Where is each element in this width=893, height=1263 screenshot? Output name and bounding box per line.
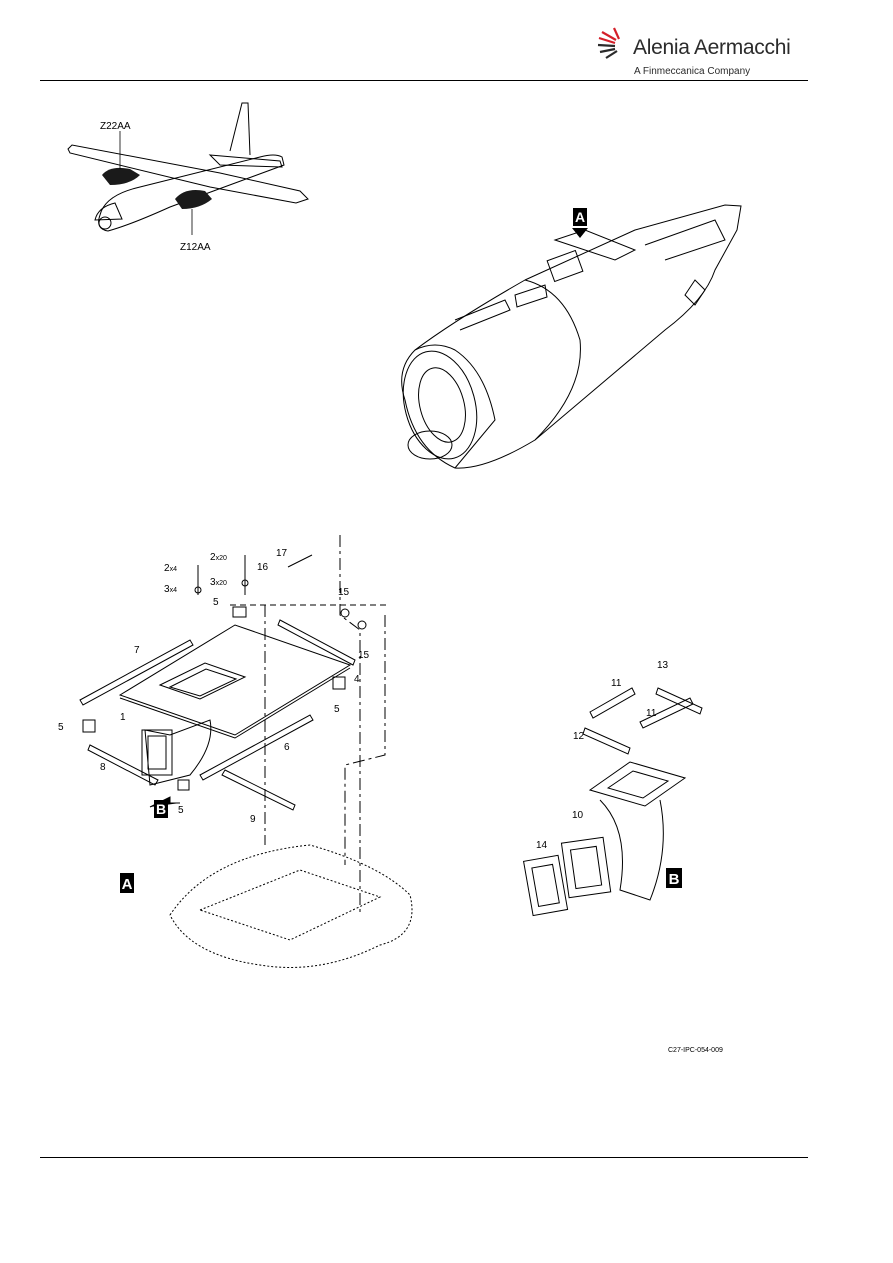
- aircraft-locator: Z22AA Z12AA: [67, 102, 309, 253]
- part-5-shim-bottom: [177, 779, 190, 791]
- part-9-strip: [221, 769, 296, 811]
- part-14-gasket: [522, 854, 569, 917]
- view-b-flag: [154, 800, 168, 818]
- part-3-washer-b: [241, 579, 249, 587]
- brand-mark-icon: [597, 27, 621, 59]
- callout-1: 1: [120, 712, 126, 723]
- callout-10: 10: [572, 810, 584, 821]
- callout-11b: 11: [646, 708, 657, 719]
- part-8-strip: [87, 744, 159, 786]
- view-a-marker: A: [575, 209, 585, 225]
- view-b-label-flag: [666, 868, 682, 888]
- callout-5d: 5: [178, 805, 184, 816]
- part-15-clamp-a: [340, 608, 350, 618]
- engine-intake: [402, 350, 478, 460]
- callout-5b: 5: [334, 704, 340, 715]
- aircraft-tail: [229, 102, 251, 156]
- part-5-shim-left: [82, 719, 96, 733]
- nacelle-left: [102, 167, 140, 185]
- callout-11a: 11: [611, 678, 622, 689]
- part-3-washer-a: [194, 586, 202, 594]
- view-a-label: A: [122, 876, 133, 893]
- nacelle-view: A: [401, 204, 742, 469]
- aircraft-fuselage: [98, 154, 285, 232]
- part-5-shim-top: [232, 606, 247, 618]
- base-structure: [169, 844, 413, 968]
- callout-13: 13: [657, 660, 669, 671]
- view-a-label-flag: [120, 873, 134, 893]
- zone-label-bottom: Z12AA: [180, 242, 211, 253]
- view-a-flag: [573, 208, 587, 226]
- detail-view-a: B A 2x20 2x4 3x20 3x4 17 16 15 15 5 4 7 …: [58, 535, 413, 968]
- part-6-strip: [199, 714, 314, 781]
- callout-15b: 15: [358, 650, 370, 661]
- part-7-strip: [79, 639, 194, 706]
- callout-9: 9: [250, 814, 256, 825]
- callout-6: 6: [284, 742, 290, 753]
- part-13-strip: [655, 687, 703, 715]
- callout-3-x20: 3x20: [210, 577, 227, 588]
- part-1-duct: [144, 719, 212, 786]
- part-12-strip: [582, 727, 631, 755]
- callout-15a: 15: [338, 587, 350, 598]
- callout-7: 7: [134, 645, 140, 656]
- part-5-shim-right: [332, 676, 346, 690]
- lower-intake: [407, 430, 453, 460]
- brand-name: Alenia Aermacchi: [633, 36, 791, 59]
- part-11-strip-a: [589, 687, 636, 719]
- figure-id: C27-IPC-054-009: [668, 1047, 723, 1054]
- footer-rule: [40, 1157, 808, 1158]
- nacelle-right: [175, 190, 212, 209]
- callout-4: 4: [354, 674, 360, 685]
- callout-5c: 5: [58, 722, 64, 733]
- callout-5a: 5: [213, 597, 219, 608]
- zone-label-top: Z22AA: [100, 121, 131, 132]
- part-1-plate: [118, 624, 352, 736]
- callout-12: 12: [573, 731, 585, 742]
- view-a-arrow-icon: [572, 228, 588, 238]
- callout-17: 17: [276, 548, 288, 559]
- part-15-clamp-b: [357, 620, 367, 630]
- header-rule: [40, 80, 808, 81]
- top-access-panel: [553, 229, 637, 261]
- callout-8: 8: [100, 762, 106, 773]
- callout-16: 16: [257, 562, 269, 573]
- view-b-label: B: [669, 871, 680, 888]
- aircraft-stabilizer: [208, 154, 283, 168]
- callout-2-x4: 2x4: [164, 563, 177, 574]
- brand-subtitle: A Finmeccanica Company: [634, 66, 751, 77]
- aircraft-wing: [67, 144, 309, 204]
- callout-14: 14: [536, 840, 548, 851]
- view-b-marker: B: [156, 801, 166, 817]
- part-10-flange: [588, 761, 687, 807]
- part-17-screw: [287, 554, 313, 568]
- part-4-strip: [277, 619, 356, 666]
- nacelle-body: [401, 204, 742, 469]
- callout-2-x20: 2x20: [210, 552, 227, 563]
- part-10-outlet: [560, 836, 612, 899]
- brand-logo: [596, 24, 636, 64]
- callout-3-x4: 3x4: [164, 584, 177, 595]
- detail-view-b: B 13 11 11 12 10 14: [522, 660, 703, 917]
